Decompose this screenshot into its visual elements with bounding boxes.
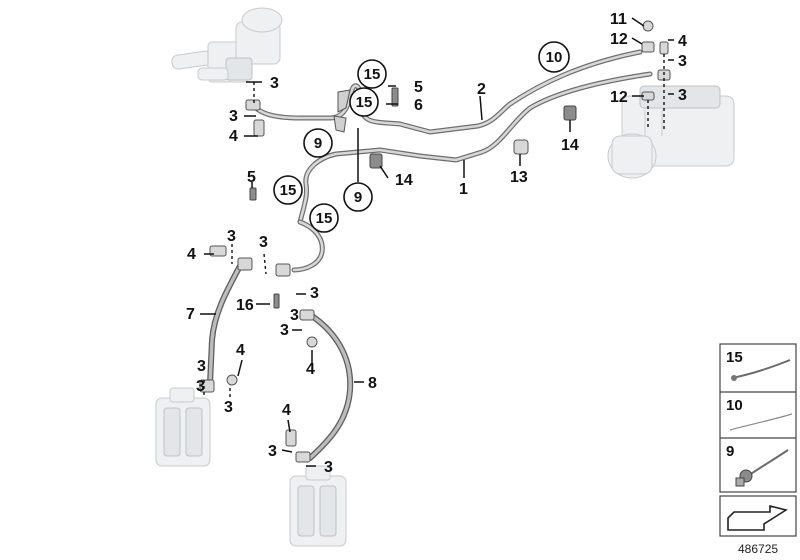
callout-4: 4	[229, 128, 238, 145]
callout-labels: 1 2 3 3 3 3 3 3 3 3 3 3 3 3 3 3 4 4 4 4 …	[186, 11, 687, 476]
callout-15: 15	[356, 94, 373, 111]
brake-line-2	[249, 49, 643, 135]
brake-line-1	[291, 71, 653, 273]
front-caliper-ghost	[155, 387, 211, 467]
callout-15: 15	[280, 182, 297, 199]
callout-4: 4	[187, 246, 196, 263]
callout-15: 15	[364, 66, 381, 83]
legend-panel: 15 10 9	[719, 343, 797, 537]
callout-3: 3	[224, 399, 233, 416]
callout-4: 4	[678, 33, 687, 50]
callout-circle-9	[343, 182, 373, 212]
callout-circle-15	[357, 59, 387, 89]
callout-3: 3	[270, 75, 279, 92]
callout-2: 2	[477, 81, 486, 98]
callout-3: 3	[324, 459, 333, 476]
brake-hose-7	[207, 263, 243, 387]
callout-12: 12	[610, 31, 628, 48]
legend-row-cable-tie: 15	[726, 349, 791, 381]
arrow-icon	[719, 495, 797, 537]
callout-7: 7	[186, 306, 195, 323]
callout-circle-15	[349, 87, 379, 117]
callout-14: 14	[561, 137, 579, 154]
callout-3: 3	[197, 358, 206, 375]
callout-5: 5	[414, 79, 423, 96]
callout-circle-9	[303, 128, 333, 158]
callout-9: 9	[314, 135, 322, 152]
callout-3: 3	[259, 234, 268, 251]
callout-15: 15	[316, 210, 333, 227]
callout-3: 3	[268, 443, 277, 460]
callout-10: 10	[546, 49, 563, 66]
callout-3: 3	[290, 307, 299, 324]
callout-circle-10	[538, 41, 570, 73]
leader-lines	[200, 17, 674, 467]
callout-14: 14	[395, 172, 413, 189]
callout-circle-15	[309, 203, 339, 233]
fittings	[199, 20, 671, 463]
callout-3: 3	[229, 108, 238, 125]
legend-row-holder: 9	[726, 443, 789, 487]
master-cylinder-handlebar-ghost	[171, 7, 283, 83]
callout-9: 9	[354, 189, 362, 206]
legend-label: 15	[726, 349, 743, 366]
brake-hose-8	[307, 313, 354, 461]
rear-caliper-ghost	[289, 465, 347, 547]
abs-unit-ghost	[607, 85, 735, 179]
callout-4: 4	[282, 402, 291, 419]
callout-5: 5	[247, 169, 256, 186]
callout-13: 13	[510, 169, 528, 186]
callout-11: 11	[610, 11, 627, 28]
callout-4: 4	[306, 361, 315, 378]
legend-label: 10	[726, 397, 743, 414]
callout-8: 8	[368, 375, 377, 392]
callout-4: 4	[236, 342, 245, 359]
legend-row-clip: 10	[726, 397, 793, 431]
callout-6: 6	[414, 97, 423, 114]
callout-16: 16	[236, 297, 254, 314]
callout-3: 3	[678, 53, 687, 70]
callout-circle-15	[273, 175, 303, 205]
callout-12: 12	[610, 89, 628, 106]
legend-label: 9	[726, 443, 734, 460]
callout-3: 3	[227, 228, 236, 245]
callout-3: 3	[280, 322, 289, 339]
callout-3: 3	[196, 378, 205, 395]
callout-3: 3	[310, 285, 319, 302]
callout-3: 3	[678, 87, 687, 104]
image-id: 486725	[738, 542, 778, 556]
callout-1: 1	[459, 181, 468, 198]
